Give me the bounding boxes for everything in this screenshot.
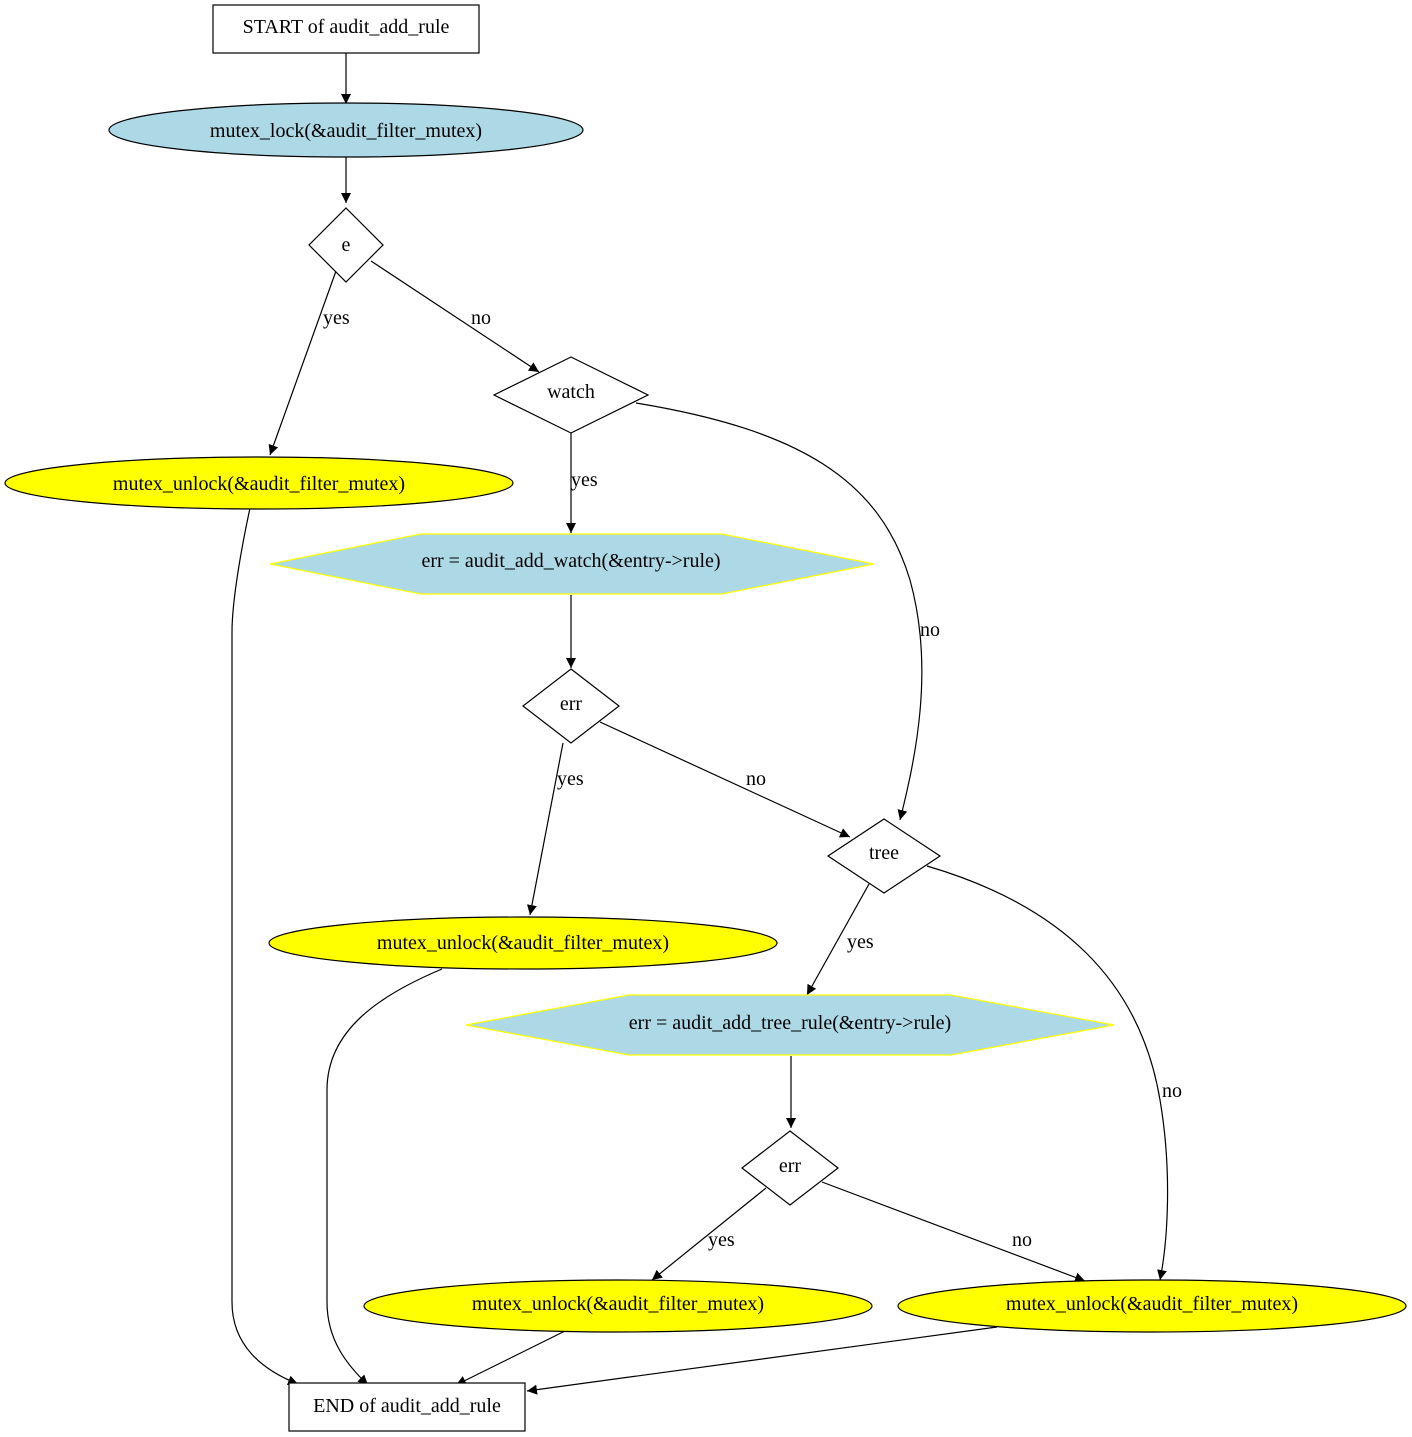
node-add-tree-label: err = audit_add_tree_rule(&entry->rule) [629, 1012, 951, 1034]
decision-err-1-label: err [560, 693, 583, 715]
decision-tree-label: tree [869, 842, 899, 864]
node-unlock-1: mutex_unlock(&audit_filter_mutex) [4, 456, 514, 510]
edge-label-watch-yes: yes [571, 469, 598, 491]
node-unlock-4-label: mutex_unlock(&audit_filter_mutex) [1006, 1293, 1298, 1315]
node-start-label: START of audit_add_rule [243, 16, 450, 38]
edge-tree-yes [806, 883, 870, 996]
decision-tree: tree [826, 818, 942, 894]
decision-err-2-label: err [779, 1155, 802, 1177]
node-unlock-3-label: mutex_unlock(&audit_filter_mutex) [472, 1293, 764, 1315]
node-end: END of audit_add_rule [288, 1382, 526, 1432]
edge-label-e-no: no [471, 307, 491, 329]
decision-e-label: e [342, 234, 351, 256]
edge-label-e-yes: yes [323, 307, 350, 329]
edge-unlock1-to-end [231, 507, 299, 1386]
node-unlock-4: mutex_unlock(&audit_filter_mutex) [897, 1279, 1407, 1333]
edge-err2-no [821, 1181, 1086, 1283]
node-add-watch-label: err = audit_add_watch(&entry->rule) [421, 550, 720, 572]
edge-label-tree-yes: yes [847, 931, 874, 953]
decision-watch-label: watch [547, 381, 595, 403]
node-unlock-2: mutex_unlock(&audit_filter_mutex) [268, 916, 778, 970]
edge-label-tree-no: no [1162, 1080, 1182, 1102]
decision-err-1: err [522, 668, 620, 744]
node-unlock-1-label: mutex_unlock(&audit_filter_mutex) [113, 473, 405, 495]
node-end-label: END of audit_add_rule [313, 1395, 501, 1417]
node-unlock-2-label: mutex_unlock(&audit_filter_mutex) [377, 932, 669, 954]
decision-e: e [308, 207, 384, 283]
edge-err1-yes [526, 742, 564, 916]
edge-e-yes [268, 270, 337, 456]
edge-unlock2-to-end [326, 968, 443, 1386]
node-add-watch: err = audit_add_watch(&entry->rule) [269, 533, 875, 595]
node-add-tree: err = audit_add_tree_rule(&entry->rule) [465, 994, 1115, 1056]
decision-err-2: err [741, 1130, 839, 1206]
edge-label-err1-yes: yes [557, 768, 584, 790]
edge-e-no [370, 260, 540, 373]
edge-label-err2-yes: yes [708, 1229, 735, 1251]
node-unlock-3: mutex_unlock(&audit_filter_mutex) [363, 1279, 873, 1333]
node-mutex-lock-label: mutex_lock(&audit_filter_mutex) [210, 120, 482, 142]
edge-unlock4-to-end [526, 1326, 998, 1395]
edge-label-watch-no: no [920, 619, 940, 641]
node-mutex-lock: mutex_lock(&audit_filter_mutex) [108, 102, 584, 158]
node-start: START of audit_add_rule [212, 4, 480, 54]
edge-tree-no [926, 865, 1169, 1281]
edge-label-err1-no: no [746, 768, 766, 790]
edge-watch-no [635, 402, 923, 821]
edge-err1-no [599, 721, 851, 838]
edge-err2-yes [651, 1187, 767, 1281]
decision-watch: watch [492, 356, 650, 434]
edge-label-err2-no: no [1012, 1229, 1032, 1251]
edge-unlock3-to-end [455, 1330, 566, 1386]
